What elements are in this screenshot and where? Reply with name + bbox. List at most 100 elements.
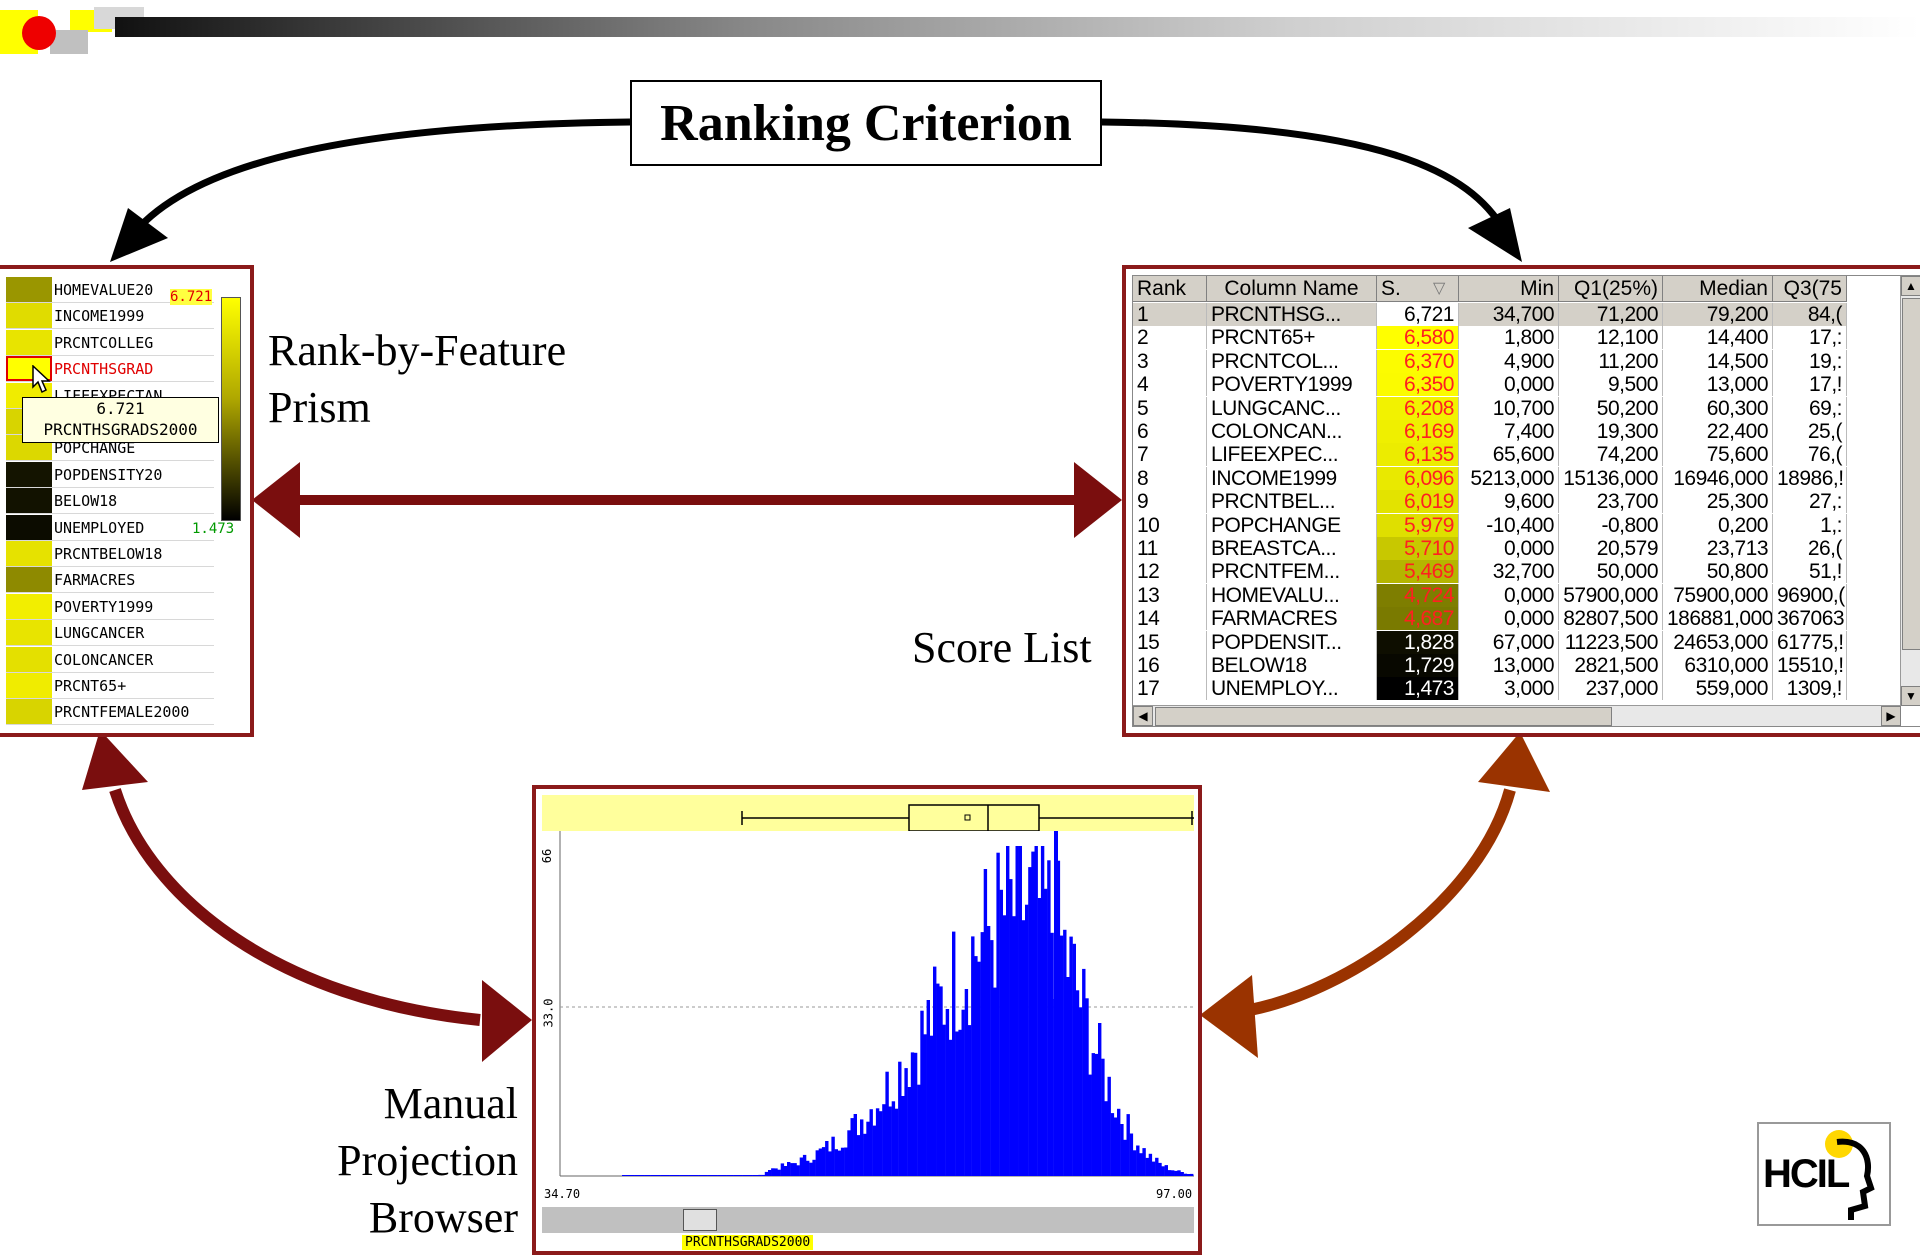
histogram-bar — [1028, 867, 1032, 1176]
table-cell: 69,: — [1773, 396, 1847, 420]
histogram-bar — [707, 1175, 712, 1176]
table-cell: 71,200 — [1559, 303, 1663, 326]
histogram-bar — [1082, 968, 1086, 1176]
histogram-area[interactable]: 66 33.0 — [540, 831, 1194, 1179]
histogram-bar — [1059, 935, 1064, 1176]
prism-row-label: FARMACRES — [54, 571, 136, 590]
column-header[interactable]: Median — [1663, 276, 1773, 302]
histogram-bar — [761, 1174, 765, 1176]
column-header[interactable]: Min — [1459, 276, 1559, 302]
histogram-bar — [977, 961, 981, 1176]
prism-row[interactable]: PRCNTCOLLEG — [6, 329, 214, 356]
prism-row[interactable]: FARMACRES — [6, 567, 214, 594]
histogram-bar — [669, 1175, 673, 1176]
prism-row-swatch — [6, 329, 52, 355]
histogram-bar — [888, 1106, 892, 1176]
table-cell: 25,300 — [1663, 490, 1773, 514]
prism-row[interactable]: POVERTY1999 — [6, 593, 214, 620]
histogram-bar — [663, 1175, 667, 1176]
prism-row[interactable]: HOMEVALUE20 — [6, 277, 214, 303]
histogram-bar — [733, 1175, 737, 1176]
histogram-bar — [955, 1031, 959, 1176]
histogram-bar — [821, 1147, 826, 1176]
table-cell: 19,300 — [1559, 420, 1663, 443]
table-cell: 7,400 — [1459, 420, 1559, 443]
scroll-right-button[interactable]: ▶ — [1881, 706, 1901, 726]
histogram-bar — [656, 1175, 661, 1176]
prism-row-swatch — [6, 620, 52, 646]
prism-row[interactable]: INCOME1999 — [6, 303, 214, 330]
table-cell: PRCNTFEM... — [1207, 560, 1377, 584]
scroll-thumb[interactable] — [1902, 298, 1920, 650]
histogram-bar — [802, 1154, 807, 1176]
scroll-h-thumb[interactable] — [1155, 707, 1612, 726]
histogram-bar — [1075, 990, 1080, 1176]
histogram-bar — [1158, 1162, 1162, 1176]
prism-row[interactable]: COLONCANCER — [6, 646, 214, 673]
histogram-bar — [698, 1175, 702, 1176]
column-header[interactable]: Q1(25%) — [1559, 276, 1663, 302]
score-cell: 6,135 — [1377, 443, 1459, 467]
prism-row-swatch — [6, 699, 52, 725]
table-cell: 15510,! — [1773, 654, 1847, 677]
prism-row[interactable]: PRCNTBELOW18 — [6, 541, 214, 567]
prism-legend-min: 1.473 — [192, 521, 235, 537]
histogram-bar — [1171, 1170, 1175, 1176]
histogram-bar — [828, 1151, 832, 1176]
score-cell: 1,729 — [1377, 654, 1459, 677]
prism-row[interactable]: BELOW18 — [6, 488, 214, 515]
horizontal-scrollbar[interactable]: ◀ ▶ — [1133, 705, 1901, 726]
prism-row-swatch — [6, 541, 52, 566]
sort-descending-icon[interactable]: ▽ — [1433, 280, 1446, 297]
prism-row[interactable]: POPDENSITY20 — [6, 461, 214, 488]
prism-row[interactable]: LUNGCANCER — [6, 620, 214, 647]
prism-row[interactable]: PRCNTHSGRAD — [6, 356, 214, 383]
table-cell: 237,000 — [1559, 677, 1663, 701]
scroll-up-button[interactable]: ▲ — [1901, 276, 1920, 296]
histogram-bar — [1126, 1114, 1130, 1176]
prism-row-label: LUNGCANCER — [54, 624, 145, 643]
range-slider-track[interactable] — [542, 1207, 1194, 1233]
histogram-bar — [879, 1111, 883, 1176]
score-cell: 6,580 — [1377, 326, 1459, 350]
histogram-bar — [1180, 1172, 1184, 1176]
table-cell: 17,: — [1773, 326, 1847, 350]
score-cell: 1,473 — [1377, 677, 1459, 701]
prism-row[interactable]: UNEMPLOYED — [6, 514, 214, 541]
prism-row-label: POPCHANGE — [54, 439, 136, 458]
table-cell: PRCNTHSG... — [1207, 303, 1377, 326]
table-cell: 16 — [1133, 654, 1207, 677]
histogram-bar — [1190, 1173, 1194, 1176]
scroll-left-button[interactable]: ◀ — [1133, 706, 1153, 726]
range-slider-handle[interactable] — [683, 1209, 717, 1231]
manual-projection-browser-panel[interactable]: 66 33.0 34.70 97.00 PRCNTHSGRADS2000 — [532, 785, 1202, 1255]
table-cell: BELOW18 — [1207, 654, 1377, 677]
table-cell: 1309,! — [1773, 677, 1847, 701]
mouse-cursor-icon — [32, 365, 51, 394]
histogram-bar — [1117, 1108, 1121, 1176]
histogram-bar — [920, 1010, 924, 1176]
scroll-down-button[interactable]: ▼ — [1901, 686, 1920, 706]
criterion-arrowhead-left — [110, 208, 168, 262]
table-cell: 5213,000 — [1459, 466, 1559, 490]
score-cell: 6,721 — [1377, 303, 1459, 326]
prism-tooltip-name: PRCNTHSGRADS2000 — [43, 420, 198, 439]
prism-row-swatch — [6, 277, 52, 302]
column-header[interactable]: Rank — [1133, 276, 1207, 302]
table-cell: PRCNTCOL... — [1207, 349, 1377, 373]
histogram-bar — [1034, 846, 1038, 1176]
prism-row[interactable]: PRCNTFEMALE2000 — [6, 699, 214, 726]
column-header[interactable]: Column Name — [1207, 276, 1377, 302]
table-cell: 9 — [1133, 490, 1207, 514]
histogram-bar — [936, 983, 940, 1176]
histogram-bar — [1167, 1170, 1172, 1176]
column-header[interactable]: Q3(75 — [1773, 276, 1847, 302]
column-header[interactable]: S. — [1377, 276, 1459, 302]
table-cell: UNEMPLOY... — [1207, 677, 1377, 701]
histogram-bar — [1012, 916, 1016, 1176]
prism-row[interactable]: PRCNT65+ — [6, 673, 214, 699]
vertical-scrollbar[interactable]: ▲ ▼ — [1900, 276, 1920, 706]
